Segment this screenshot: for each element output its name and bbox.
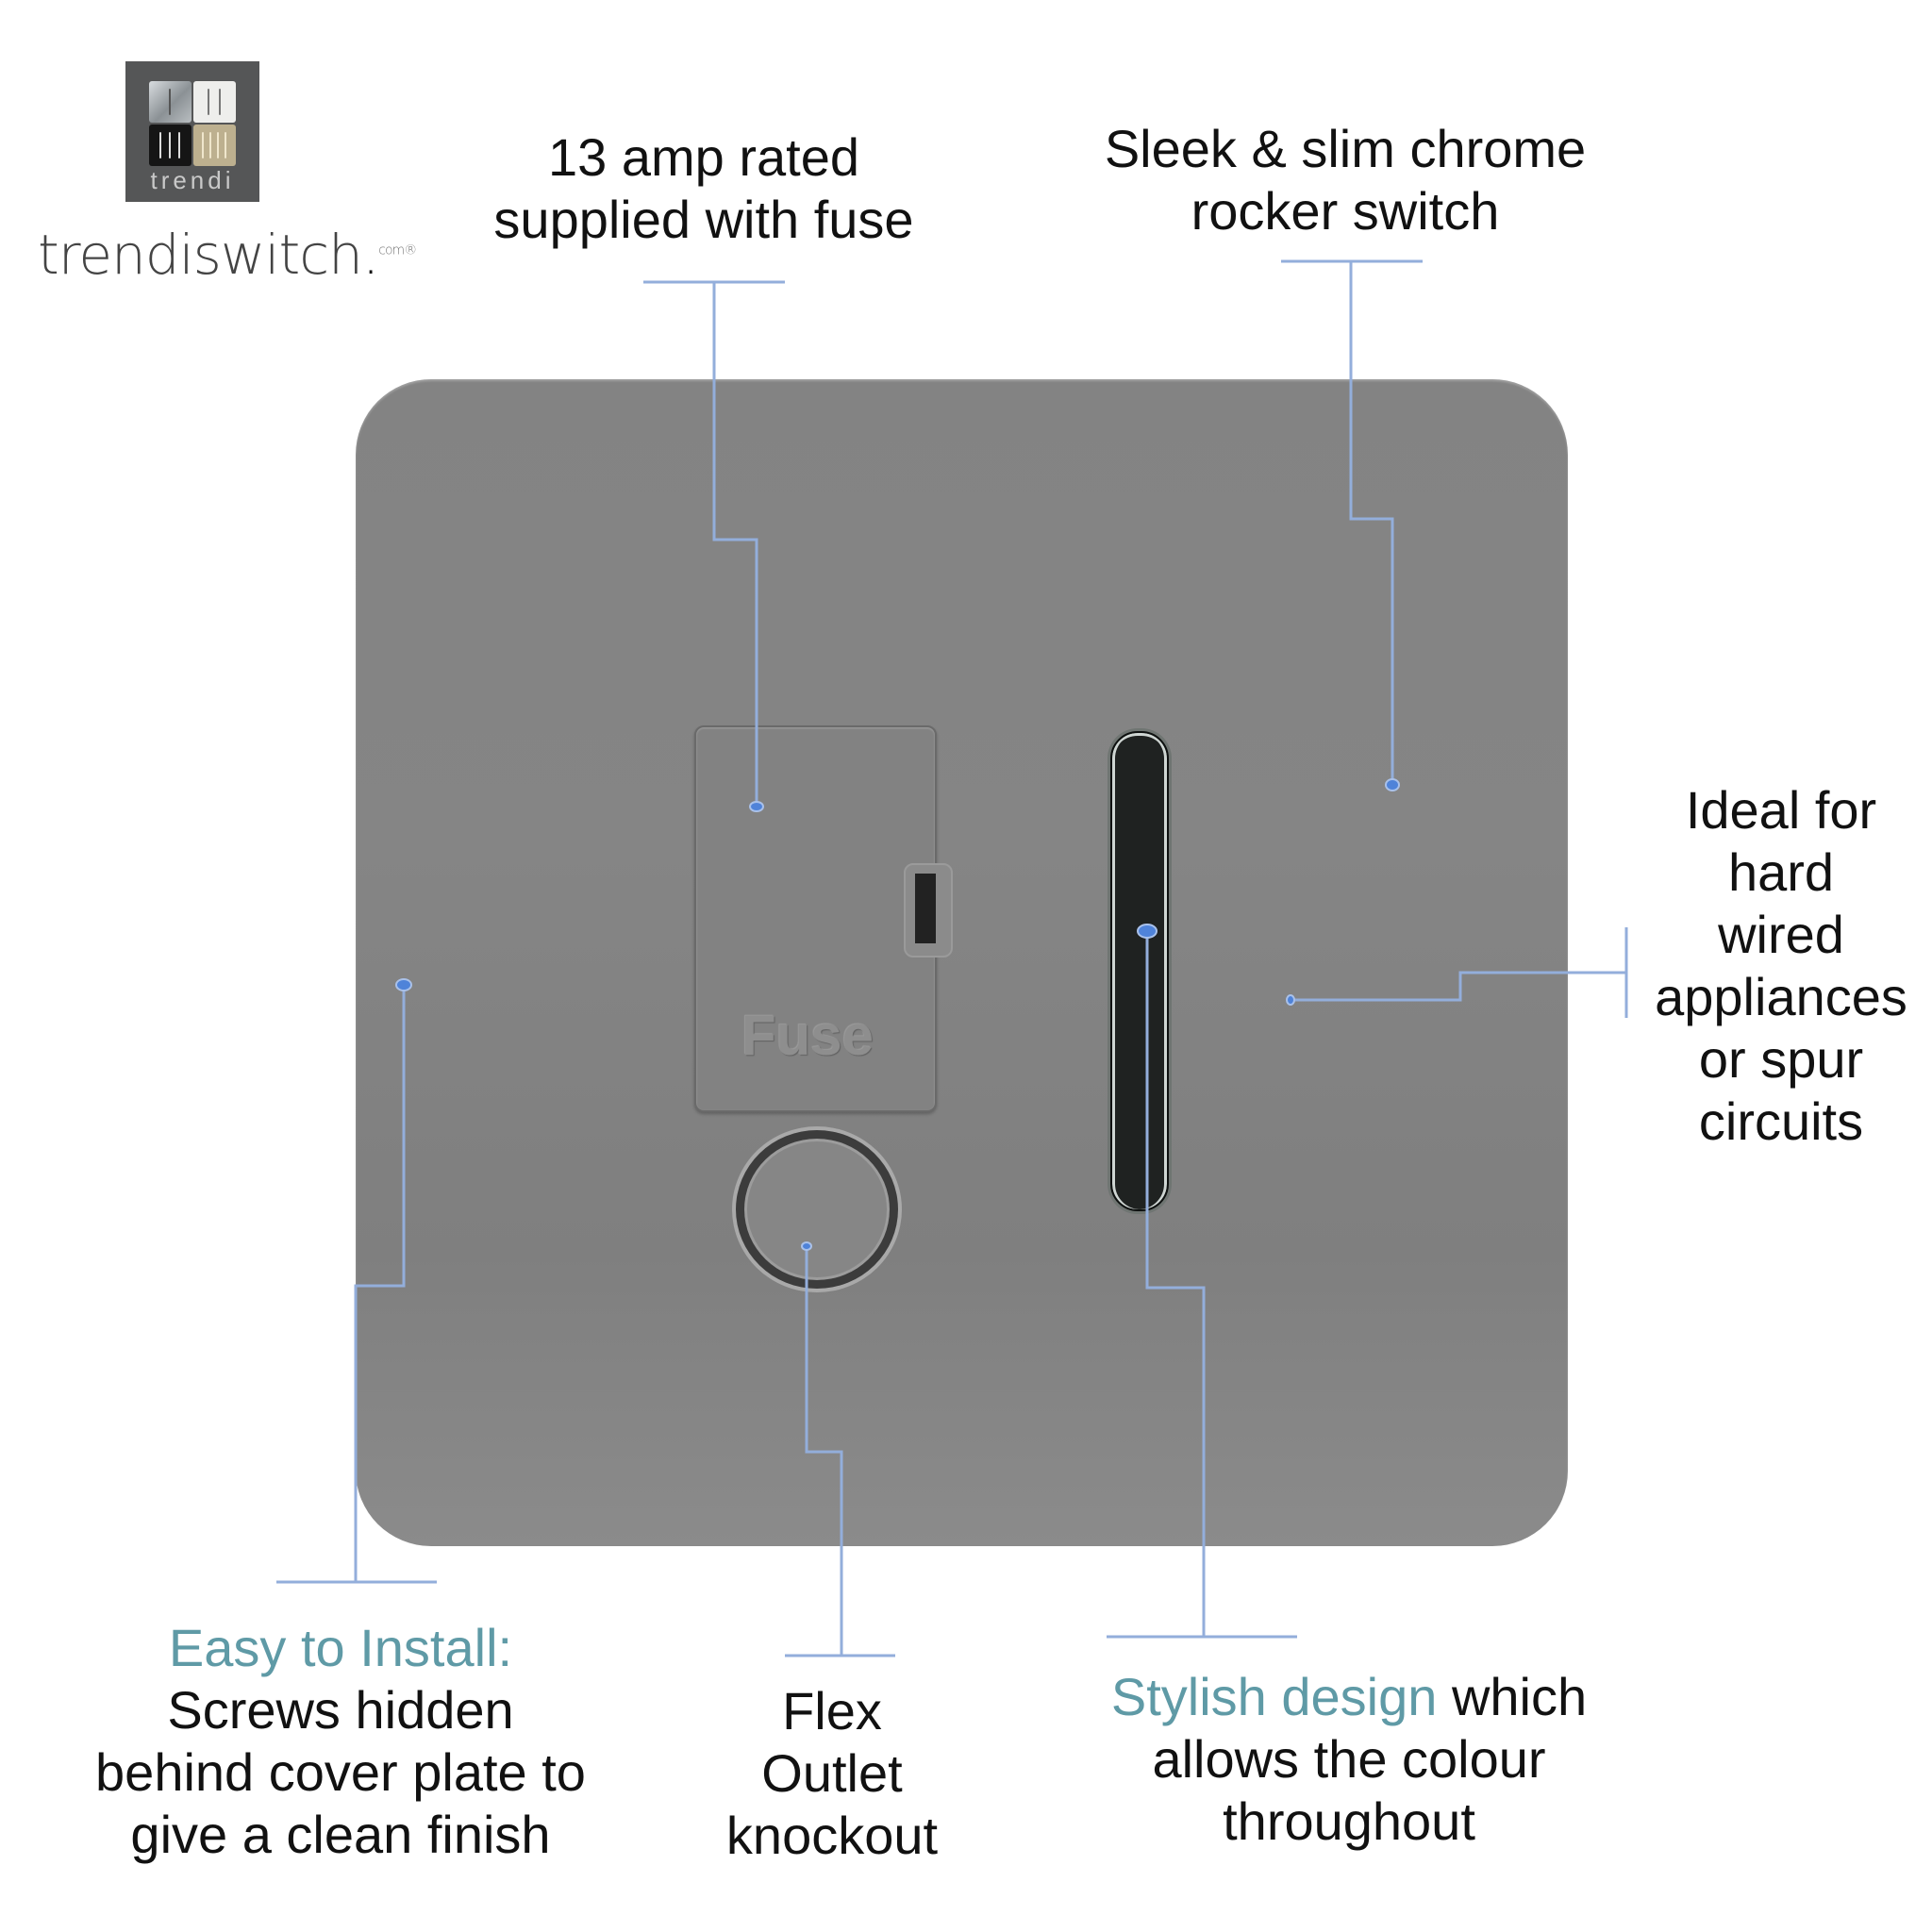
design-callout: Stylish design which allows the colour t… xyxy=(1066,1666,1632,1853)
applications-callout-line: circuits xyxy=(1698,1091,1864,1151)
logo-tile-white xyxy=(193,81,236,123)
logo-tile-chrome xyxy=(149,81,192,123)
applications-callout-line: appliances xyxy=(1655,967,1907,1026)
design-callout-line: allows the colour xyxy=(1152,1729,1546,1789)
fuse-cover-slot xyxy=(915,874,936,943)
switch-plate xyxy=(356,379,1568,1546)
applications-callout-line: wired xyxy=(1718,905,1844,964)
rocker-leader-line xyxy=(1281,259,1423,783)
rocker-marker-dot xyxy=(1385,778,1400,791)
logo-bar-icon xyxy=(219,89,221,115)
logo-text: trendi xyxy=(150,166,235,194)
rocker-callout: Sleek & slim chrome rocker switch xyxy=(1062,118,1628,242)
fuse-callout: 13 amp rated supplied with fuse xyxy=(468,126,940,251)
logo-bar-icon xyxy=(225,132,226,158)
applications-marker-dot xyxy=(1286,994,1295,1006)
install-callout-line: give a clean finish xyxy=(130,1805,551,1864)
design-callout-rest: which xyxy=(1437,1667,1588,1726)
install-leader-line xyxy=(276,985,437,1584)
brand-logo: trendi xyxy=(125,61,259,202)
install-callout-heading: Easy to Install: xyxy=(168,1618,513,1677)
registered-mark: ® xyxy=(404,242,417,258)
design-callout-line: throughout xyxy=(1223,1791,1475,1851)
design-leader-line xyxy=(1107,931,1297,1639)
logo-bar-icon xyxy=(169,89,171,115)
logo-tile-gold xyxy=(193,125,236,166)
applications-leader-line xyxy=(1291,927,1628,1018)
logo-bar-icon xyxy=(178,132,180,158)
fuse-label: Fuse xyxy=(741,1004,874,1067)
brand-wordmark: trendiswitch.com® xyxy=(38,223,417,287)
applications-callout-line: Ideal for xyxy=(1685,780,1877,840)
logo-tile-black xyxy=(149,125,192,166)
wordmark-text: trendiswitch xyxy=(38,223,363,287)
logo-bar-icon xyxy=(202,132,204,158)
flex-leader-line xyxy=(785,1244,895,1657)
flex-marker-dot xyxy=(801,1241,812,1251)
fuse-marker-dot xyxy=(749,801,764,812)
logo-bar-icon xyxy=(209,132,211,158)
design-marker-dot xyxy=(1137,924,1158,939)
design-callout-first-line: Stylish design which xyxy=(1066,1666,1632,1728)
rocker-callout-line: rocker switch xyxy=(1191,181,1500,241)
logo-bar-icon xyxy=(169,132,171,158)
flex-callout-line: Flex xyxy=(782,1681,882,1740)
wordmark-dot: . xyxy=(361,223,379,287)
rocker-callout-line: Sleek & slim chrome xyxy=(1104,119,1587,178)
design-callout-highlight: Stylish design xyxy=(1110,1667,1438,1726)
fuse-callout-line: 13 amp rated xyxy=(548,127,859,187)
logo-bar-icon xyxy=(208,89,209,115)
applications-callout: Ideal for hard wired appliances or spur … xyxy=(1640,779,1923,1153)
install-callout-line: Screws hidden xyxy=(167,1680,514,1740)
flex-callout-line: Outlet xyxy=(761,1743,903,1803)
rocker-switch xyxy=(1110,731,1169,1211)
fuse-cover xyxy=(694,725,937,1112)
applications-callout-line: hard xyxy=(1727,842,1835,902)
logo-bar-icon xyxy=(159,132,161,158)
fuse-callout-line: supplied with fuse xyxy=(493,190,914,249)
flex-outlet-knockout xyxy=(736,1130,898,1289)
applications-callout-line: or spur xyxy=(1698,1029,1864,1089)
flex-callout: Flex Outlet knockout xyxy=(691,1680,974,1867)
flex-callout-line: knockout xyxy=(725,1806,939,1865)
install-marker-dot xyxy=(395,978,412,991)
install-callout-line: behind cover plate to xyxy=(95,1742,586,1802)
wordmark-tld: com xyxy=(378,242,405,258)
logo-bar-icon xyxy=(217,132,219,158)
install-callout: Easy to Install: Screws hidden behind co… xyxy=(58,1617,624,1866)
fuse-leader-line xyxy=(643,280,785,805)
